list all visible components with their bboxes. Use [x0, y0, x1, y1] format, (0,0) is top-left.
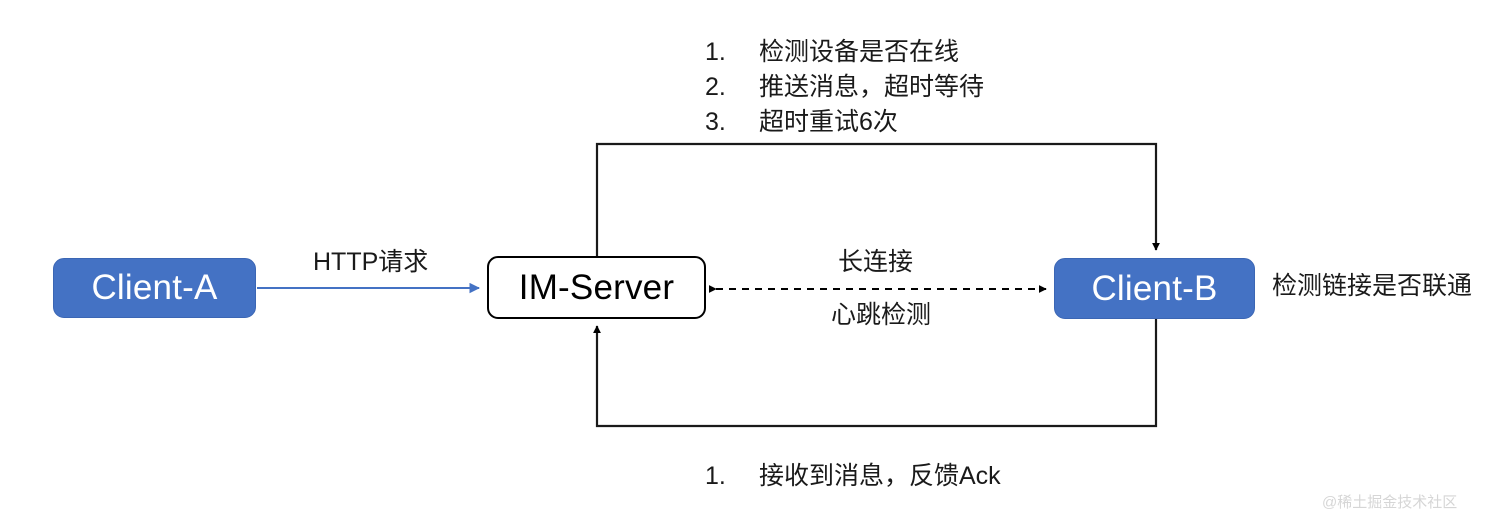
list-item-number: 1.: [705, 38, 726, 66]
edge-label-heartbeat: 心跳检测: [831, 301, 932, 329]
list-item-label: 推送消息，超时等待: [759, 73, 985, 101]
list-item-number: 3.: [705, 108, 726, 136]
list-item-label: 检测设备是否在线: [759, 38, 960, 66]
node-client-b[interactable]: Client-B: [1054, 258, 1255, 319]
edge-label-long-connection: 长连接: [838, 248, 914, 276]
edge-label-http-request: HTTP请求: [313, 248, 429, 276]
list-item-label: 超时重试6次: [759, 108, 898, 136]
edge-ack-path: [593, 319, 1158, 428]
list-item: 1. 接收到消息，反馈Ack: [705, 456, 1001, 491]
list-item: 1. 检测设备是否在线: [705, 32, 984, 67]
annotation-list-top: 1. 检测设备是否在线 2. 推送消息，超时等待 3. 超时重试6次: [705, 32, 984, 137]
list-item: 2. 推送消息，超时等待: [705, 67, 984, 102]
list-item: 3. 超时重试6次: [705, 102, 984, 137]
node-client-a[interactable]: Client-A: [53, 258, 256, 318]
list-item-number: 2.: [705, 73, 726, 101]
annotation-list-bottom: 1. 接收到消息，反馈Ack: [705, 456, 1001, 491]
watermark: @稀土掘金技术社区: [1322, 494, 1458, 511]
list-item-label: 接收到消息，反馈Ack: [759, 462, 1001, 490]
edge-push-path: [595, 142, 1160, 256]
node-im-server[interactable]: IM-Server: [487, 256, 706, 319]
list-item-number: 1.: [705, 462, 726, 490]
annotation-connection-check: 检测链接是否联通: [1272, 272, 1473, 300]
